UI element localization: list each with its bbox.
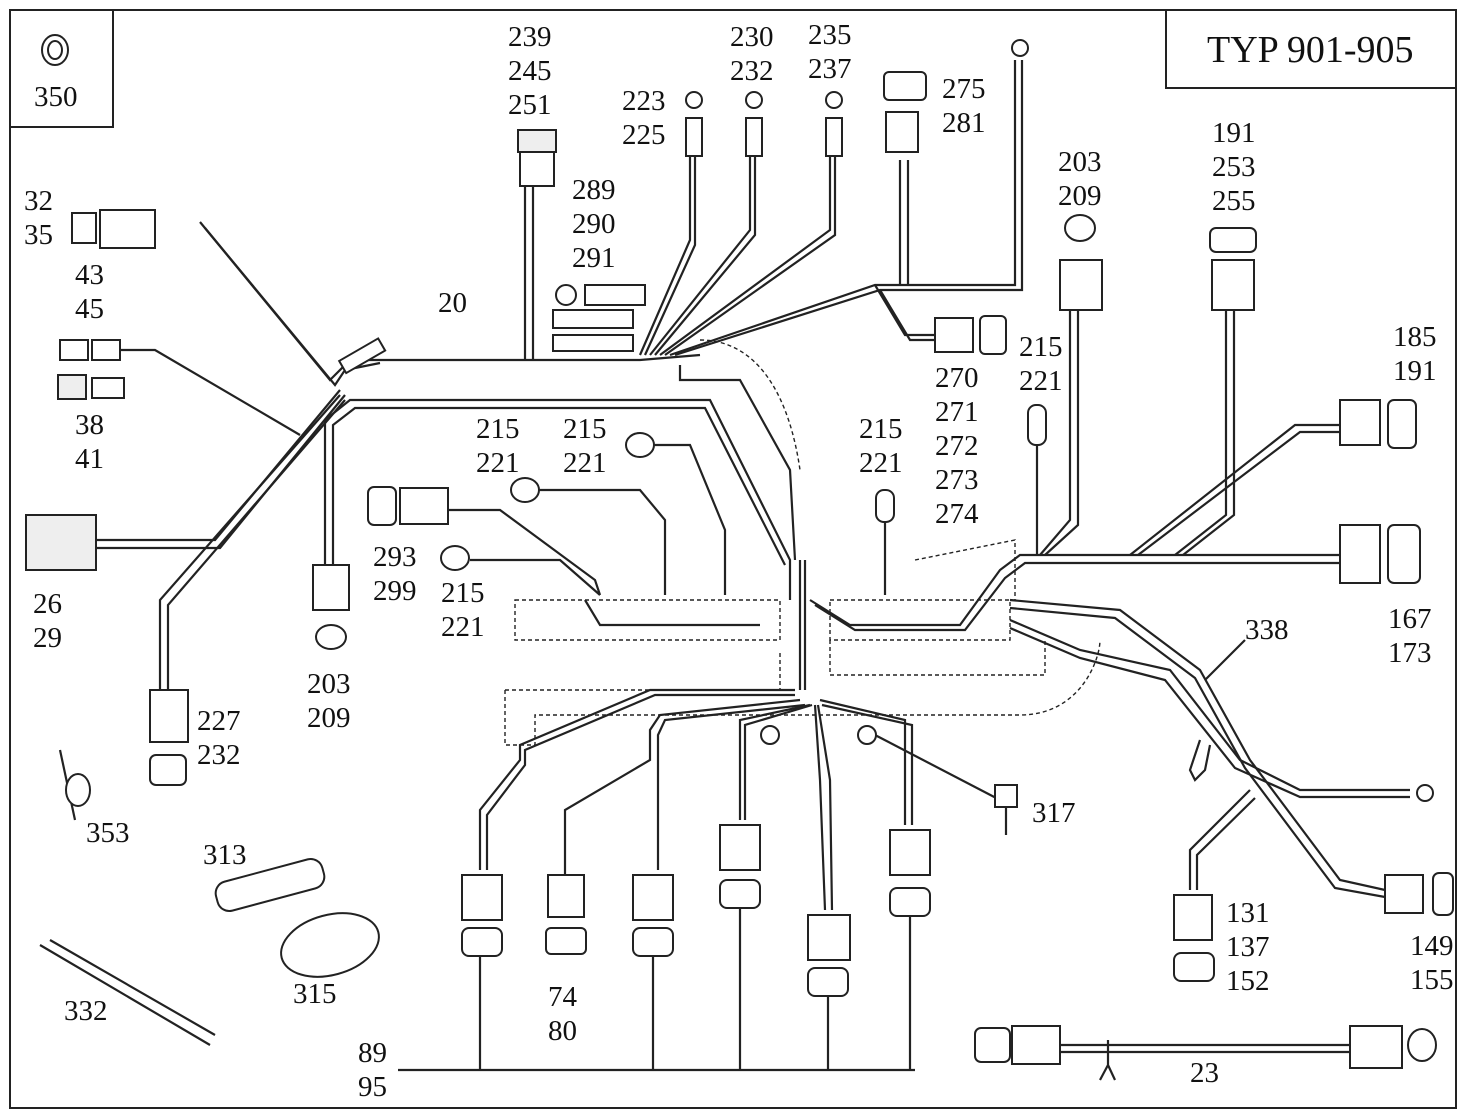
loose-parts <box>39 749 1018 1046</box>
relay-289 <box>552 284 646 352</box>
diagram-frame <box>9 9 1457 1109</box>
main-trunk <box>95 221 792 690</box>
central-module <box>504 300 1340 746</box>
lower-connectors <box>461 214 1454 997</box>
connector-223 <box>685 91 703 157</box>
ring-terminal-top <box>1011 39 1029 57</box>
callout-338: 338 <box>1245 614 1289 646</box>
connector-227 <box>149 689 189 786</box>
main-harness-label: 20 <box>438 287 467 319</box>
connector-275 <box>883 71 927 153</box>
cable-23 <box>974 1025 1437 1081</box>
callout-315: 315 <box>293 978 337 1010</box>
connector-293 <box>367 486 449 526</box>
page-title: TYP 901-905 <box>1207 29 1414 71</box>
connector-230 <box>745 91 763 157</box>
connector-239 <box>517 129 557 187</box>
connector-26 <box>25 514 97 571</box>
grommet-350-icon <box>41 34 69 66</box>
title-box <box>1165 10 1456 89</box>
lower-branches <box>478 598 1410 911</box>
connector-235 <box>825 91 843 157</box>
callout-332: 332 <box>64 995 108 1027</box>
callout-23: 23 <box>1190 1057 1219 1089</box>
callout-353: 353 <box>86 817 130 849</box>
connector-32 <box>71 209 156 249</box>
upper-branches <box>523 60 1024 561</box>
connector-43 <box>57 339 125 400</box>
callout-313: 313 <box>203 839 247 871</box>
sensors-215 <box>440 404 1047 596</box>
connector-203-left <box>312 564 350 650</box>
bottom-bus <box>398 908 915 1072</box>
inset-label: 350 <box>34 81 78 113</box>
inset-box <box>9 9 114 128</box>
callout-317: 317 <box>1032 797 1076 829</box>
